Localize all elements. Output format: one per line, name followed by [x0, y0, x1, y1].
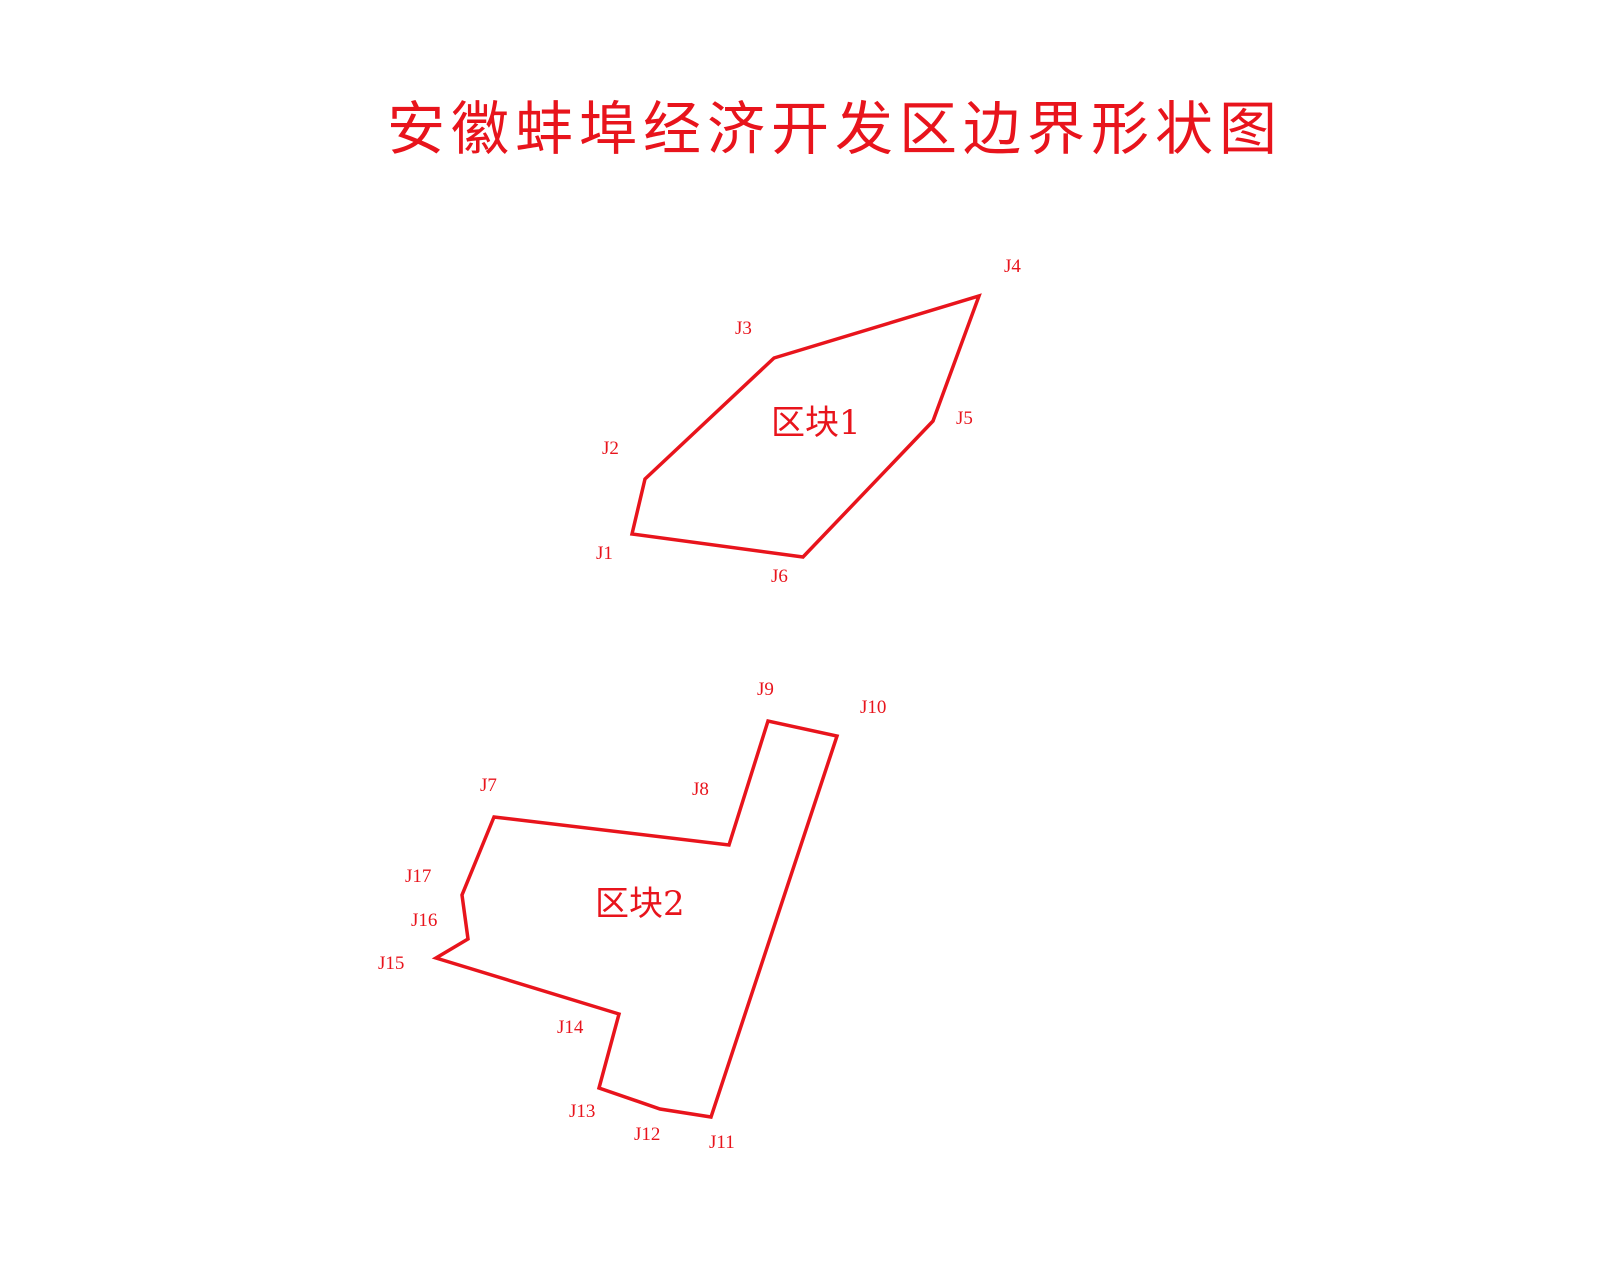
vertex-label-j5: J5 [956, 408, 973, 429]
block-2-label: 区块2 [595, 884, 685, 924]
vertex-label-j14: J14 [557, 1017, 584, 1038]
vertex-label-j6: J6 [771, 566, 788, 587]
vertex-label-j8: J8 [692, 779, 709, 800]
vertex-label-j16: J16 [411, 910, 437, 931]
vertex-label-j13: J13 [569, 1101, 595, 1122]
vertex-label-j4: J4 [1004, 256, 1021, 277]
vertex-label-j15: J15 [378, 953, 404, 974]
vertex-label-j17: J17 [405, 866, 431, 887]
vertex-label-j11: J11 [709, 1132, 735, 1153]
block-1-boundary [629, 293, 982, 559]
block-2-boundary [431, 718, 840, 1119]
vertex-label-j12: J12 [634, 1124, 660, 1145]
vertex-label-j9: J9 [757, 679, 774, 700]
vertex-label-j10: J10 [860, 697, 886, 718]
vertex-label-j3: J3 [735, 318, 752, 339]
block-1-label: 区块1 [771, 403, 861, 443]
vertex-label-j7: J7 [480, 775, 497, 796]
vertex-label-j2: J2 [602, 438, 619, 459]
page-title: 安徽蚌埠经济开发区边界形状图 [386, 95, 1283, 163]
vertex-label-j1: J1 [596, 543, 613, 564]
